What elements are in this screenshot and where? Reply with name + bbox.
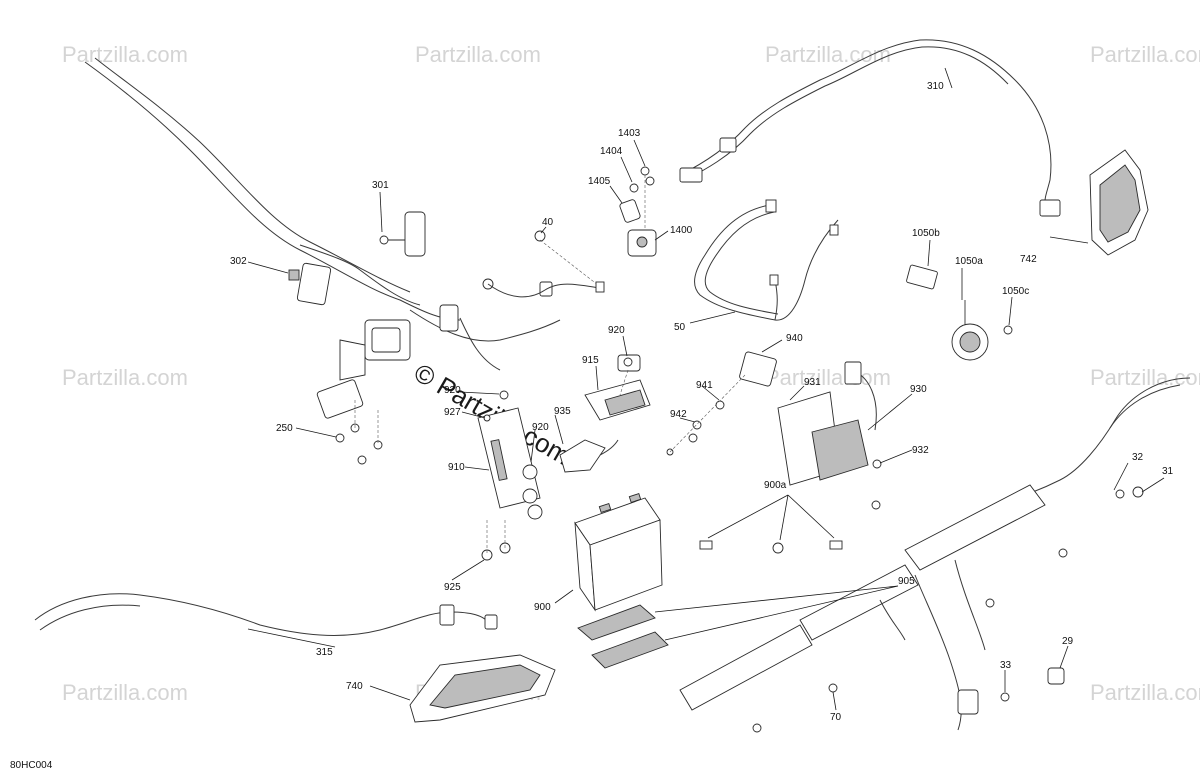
callout-315[interactable]: 315 [316,647,333,658]
callout-33[interactable]: 33 [1000,660,1012,671]
callout-930[interactable]: 930 [910,384,927,395]
callout-920-upper[interactable]: 920 [444,385,461,396]
callout-931[interactable]: 931 [804,377,821,388]
part-301-bracket [379,211,426,257]
callout-70[interactable]: 70 [830,712,842,723]
callout-940[interactable]: 940 [786,333,803,344]
part-310-harness [679,39,1061,217]
watermark-text: Partzilla.com [1090,42,1200,67]
callout-910[interactable]: 910 [448,462,465,473]
callout-labels: 301 302 250 40 1403 1404 1405 1400 50 31… [230,81,1174,723]
callout-250[interactable]: 250 [276,423,293,434]
watermark-text: Partzilla.com [765,365,891,390]
main-harness [84,57,561,419]
callout-920[interactable]: 920 [608,325,625,336]
part-940-module [666,351,777,456]
part-900-battery [574,493,663,612]
callout-1403[interactable]: 1403 [618,128,641,139]
part-740-taillight [409,654,556,723]
part-50-battery-cable [694,199,839,321]
callout-740[interactable]: 740 [346,681,363,692]
callout-31[interactable]: 31 [1162,466,1174,477]
callout-1050b[interactable]: 1050b [912,228,940,239]
callout-1050c[interactable]: 1050c [1002,286,1029,297]
diagram-code: 80HC004 [10,760,53,771]
callout-915[interactable]: 915 [582,355,599,366]
callout-1050a[interactable]: 1050a [955,256,983,267]
watermark-text: Partzilla.com [62,365,188,390]
callout-29[interactable]: 29 [1062,636,1074,647]
callout-941[interactable]: 941 [696,380,713,391]
callout-40[interactable]: 40 [542,217,554,228]
part-1050-horn [906,264,1013,361]
callout-905[interactable]: 905 [898,576,915,587]
callout-935[interactable]: 935 [554,406,571,417]
callout-302[interactable]: 302 [230,256,247,267]
part-315-harness [34,593,498,636]
callout-1405[interactable]: 1405 [588,176,611,187]
part-250-fasteners [335,400,383,465]
part-1400-sensor [619,166,657,257]
callout-301[interactable]: 301 [372,180,389,191]
part-910-bracket [477,390,543,561]
part-935-terminal-cover [559,439,619,473]
callout-742[interactable]: 742 [1020,254,1037,265]
part-900a-hardware [699,540,843,554]
callout-310[interactable]: 310 [927,81,944,92]
callout-942[interactable]: 942 [670,409,687,420]
watermark-text: Partzilla.com [765,42,891,67]
part-40-wire [482,230,605,298]
callout-50[interactable]: 50 [674,322,686,333]
callout-900[interactable]: 900 [534,602,551,613]
callout-927[interactable]: 927 [444,407,461,418]
watermark-layer: Partzilla.com Partzilla.com Partzilla.co… [62,42,1200,705]
callout-1404[interactable]: 1404 [600,146,623,157]
part-302-connector [288,262,332,306]
callout-900a[interactable]: 900a [764,480,787,491]
watermark-text: Partzilla.com [1090,365,1200,390]
right-harness [679,377,1191,733]
part-742-headlight [1089,149,1149,256]
callout-925[interactable]: 925 [444,582,461,593]
part-905-pads [577,604,669,669]
leader-lines [247,67,1165,711]
part-915-relay-holder [584,354,651,421]
callout-32[interactable]: 32 [1132,452,1144,463]
callout-920-lower[interactable]: 920 [532,422,549,433]
watermark-text: Partzilla.com [62,680,188,705]
callout-1400[interactable]: 1400 [670,225,693,236]
part-930-regulator [777,361,882,510]
watermark-text: Partzilla.com [62,42,188,67]
callout-932[interactable]: 932 [912,445,929,456]
watermark-text: Partzilla.com [1090,680,1200,705]
watermark-text: Partzilla.com [415,42,541,67]
